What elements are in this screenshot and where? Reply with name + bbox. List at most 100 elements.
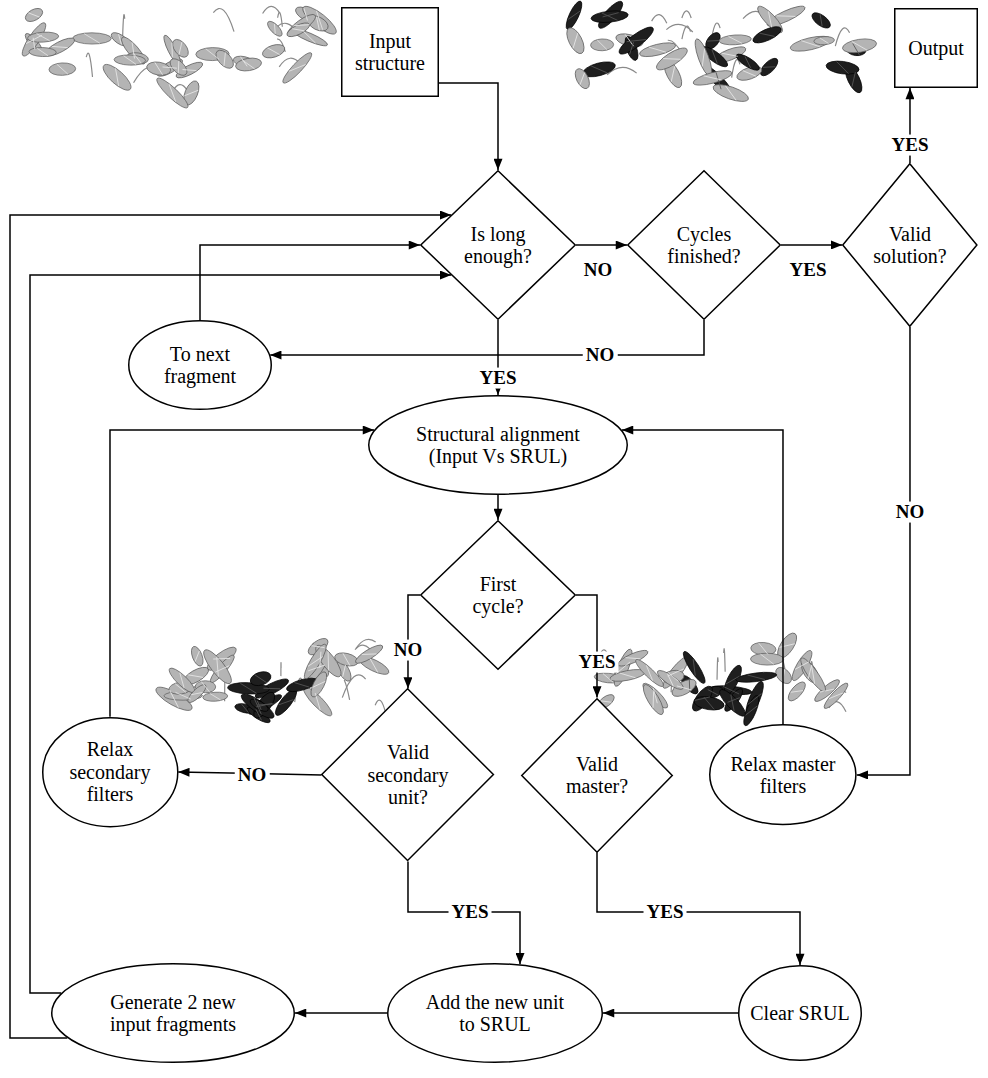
process-ellipse: Relax master filters bbox=[709, 724, 857, 825]
helix-turn bbox=[183, 64, 197, 76]
protein-loop bbox=[213, 9, 234, 32]
helix-turn bbox=[201, 682, 209, 692]
helix-turn bbox=[646, 691, 661, 707]
ellipse-outline bbox=[129, 321, 272, 410]
node-label: First cycle? bbox=[463, 573, 533, 618]
protein-helix bbox=[692, 68, 733, 88]
protein-helix bbox=[680, 649, 708, 685]
edge-label: NO bbox=[235, 765, 270, 786]
ellipse-outline bbox=[739, 966, 862, 1061]
diamond-outline bbox=[843, 164, 977, 327]
flow-arrow bbox=[857, 327, 910, 775]
protein-helix bbox=[265, 19, 284, 38]
helix-turn bbox=[213, 651, 230, 667]
helix-turn bbox=[163, 61, 177, 74]
decision-diamond: Is long enough? bbox=[420, 170, 576, 320]
node-text-holder: Input structure bbox=[341, 7, 439, 97]
protein-loop bbox=[682, 11, 691, 18]
edge-label: YES bbox=[787, 260, 830, 281]
protein-helix bbox=[261, 42, 287, 60]
node-text-holder: Is long enough? bbox=[420, 170, 576, 320]
diamond-outline bbox=[421, 521, 576, 670]
flow-arrow bbox=[576, 595, 597, 698]
helix-turn bbox=[815, 15, 827, 27]
protein-helix bbox=[842, 37, 878, 55]
helix-turn bbox=[597, 40, 607, 50]
protein-helix bbox=[758, 56, 781, 79]
helix-turn bbox=[312, 678, 325, 692]
helix-turn bbox=[801, 37, 819, 50]
helix-turn bbox=[132, 53, 142, 63]
helix-turn bbox=[758, 643, 769, 654]
protein-helix bbox=[49, 62, 76, 75]
input-box: Input structure bbox=[341, 7, 439, 97]
node-label: Output bbox=[908, 37, 964, 59]
helix-turn bbox=[57, 64, 68, 75]
node-text-holder: Add the new unit to SRUL bbox=[387, 963, 603, 1063]
helix-turn bbox=[668, 664, 684, 681]
node-label: Valid solution? bbox=[869, 223, 951, 268]
protein-loop bbox=[652, 15, 667, 24]
protein-helix bbox=[655, 668, 685, 693]
protein-helix bbox=[590, 9, 628, 24]
helix-turn bbox=[803, 665, 817, 679]
diamond-outline bbox=[421, 171, 576, 320]
node-text-holder: Valid master? bbox=[521, 698, 673, 853]
node-text-holder: Generate 2 new input fragments bbox=[51, 963, 295, 1063]
ellipse-outline bbox=[52, 964, 295, 1063]
protein-helix bbox=[654, 44, 691, 73]
edge-label: NO bbox=[583, 345, 618, 366]
protein-helix bbox=[285, 11, 318, 39]
helix-turn bbox=[697, 49, 710, 67]
helix-turn bbox=[702, 697, 716, 709]
helix-turn bbox=[37, 48, 48, 55]
helix-turn bbox=[745, 703, 757, 718]
flow-arrow bbox=[10, 215, 451, 1038]
helix-turn bbox=[695, 691, 710, 707]
protein-helix bbox=[248, 669, 272, 688]
helix-turn bbox=[255, 672, 266, 685]
protein-helix bbox=[27, 31, 59, 43]
node-label: Relax secondary filters bbox=[67, 738, 153, 805]
protein-helix bbox=[167, 56, 190, 79]
node-text-holder: Cycles finished? bbox=[627, 170, 781, 320]
helix-turn bbox=[166, 43, 177, 57]
helix-turn bbox=[707, 35, 719, 46]
flow-arrow bbox=[200, 245, 420, 320]
protein-helix bbox=[751, 23, 784, 46]
helix-turn bbox=[708, 687, 718, 698]
protein-helix bbox=[238, 690, 277, 722]
helix-turn bbox=[310, 11, 330, 30]
ellipse-outline bbox=[42, 718, 177, 827]
helix-turn bbox=[84, 34, 100, 43]
process-ellipse: Structural alignment (Input Vs SRUL) bbox=[368, 395, 628, 495]
node-label: Relax master filters bbox=[727, 753, 839, 798]
helix-turn bbox=[185, 86, 199, 100]
helix-turn bbox=[338, 665, 349, 677]
ellipse-outline bbox=[710, 725, 856, 825]
helix-turn bbox=[240, 683, 257, 693]
node-label: To next fragment bbox=[160, 343, 240, 388]
helix-turn bbox=[642, 665, 657, 680]
protein-helix bbox=[166, 665, 197, 696]
node-text-holder: Valid solution? bbox=[842, 163, 978, 327]
helix-turn bbox=[627, 32, 646, 50]
helix-turn bbox=[626, 42, 637, 54]
protein-helix bbox=[616, 23, 657, 58]
helix-turn bbox=[268, 45, 280, 57]
helix-turn bbox=[153, 62, 164, 74]
helix-turn bbox=[741, 57, 754, 68]
helix-turn bbox=[108, 68, 126, 86]
node-label: Generate 2 new input fragments bbox=[98, 991, 248, 1036]
edge-label: NO bbox=[581, 260, 616, 281]
helix-turn bbox=[722, 48, 738, 61]
protein-helix bbox=[73, 33, 112, 44]
protein-helix bbox=[114, 54, 146, 65]
diamond-outline bbox=[522, 698, 673, 852]
node-text-holder: Output bbox=[894, 8, 978, 88]
helix-turn bbox=[568, 33, 583, 48]
protein-structure bbox=[153, 635, 391, 725]
helix-turn bbox=[620, 670, 636, 680]
protein-helix bbox=[563, 25, 587, 56]
helix-turn bbox=[309, 693, 326, 710]
